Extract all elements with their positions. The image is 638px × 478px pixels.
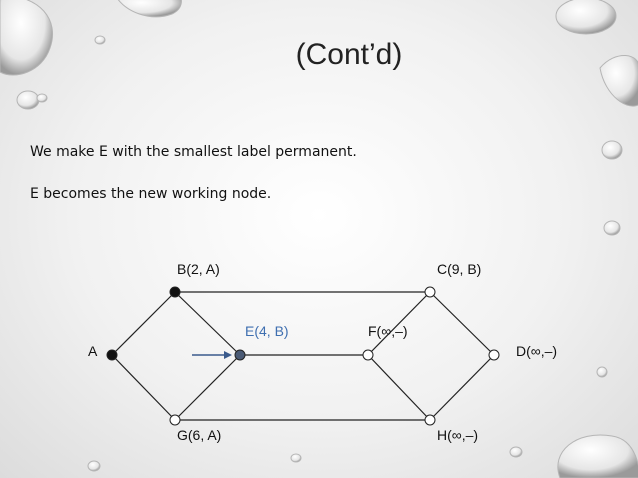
- graph-node-labels: A B(2, A) G(6, A) E(4, B) F(∞,–) C(9, B) H(∞,–…: [88, 261, 557, 443]
- node-c: [424, 286, 436, 298]
- graph-edges: [111, 291, 495, 421]
- node-a: [106, 349, 118, 361]
- node-label-a: A: [88, 343, 98, 359]
- node-h: [424, 414, 436, 426]
- node-d: [488, 349, 500, 361]
- graph-nodes: [106, 286, 500, 426]
- edge-B-E: [174, 291, 241, 356]
- node-label-d: D(∞,–): [516, 343, 557, 359]
- node-label-f: F(∞,–): [368, 323, 408, 339]
- node-label-e: E(4, B): [245, 323, 289, 339]
- node-label-b: B(2, A): [177, 261, 220, 277]
- edge-A-G: [111, 354, 176, 421]
- edge-F-C: [367, 291, 431, 356]
- edge-G-E: [174, 354, 241, 421]
- node-e: [234, 349, 246, 361]
- edge-H-D: [429, 354, 495, 421]
- body-text-line-2: E becomes the new working node.: [30, 186, 272, 202]
- body-text-line-1: We make E with the smallest label perman…: [30, 144, 357, 160]
- node-label-c: C(9, B): [437, 261, 481, 277]
- edge-C-D: [429, 291, 495, 356]
- node-b: [169, 286, 181, 298]
- node-label-g: G(6, A): [177, 427, 221, 443]
- edge-F-H: [367, 354, 431, 421]
- working-node-arrow: [192, 351, 232, 359]
- arrow-head-icon: [224, 351, 232, 359]
- edge-A-B: [111, 291, 176, 356]
- node-g: [169, 414, 181, 426]
- node-f: [362, 349, 374, 361]
- slide-title: (Cont’d): [295, 38, 403, 71]
- node-label-h: H(∞,–): [437, 427, 478, 443]
